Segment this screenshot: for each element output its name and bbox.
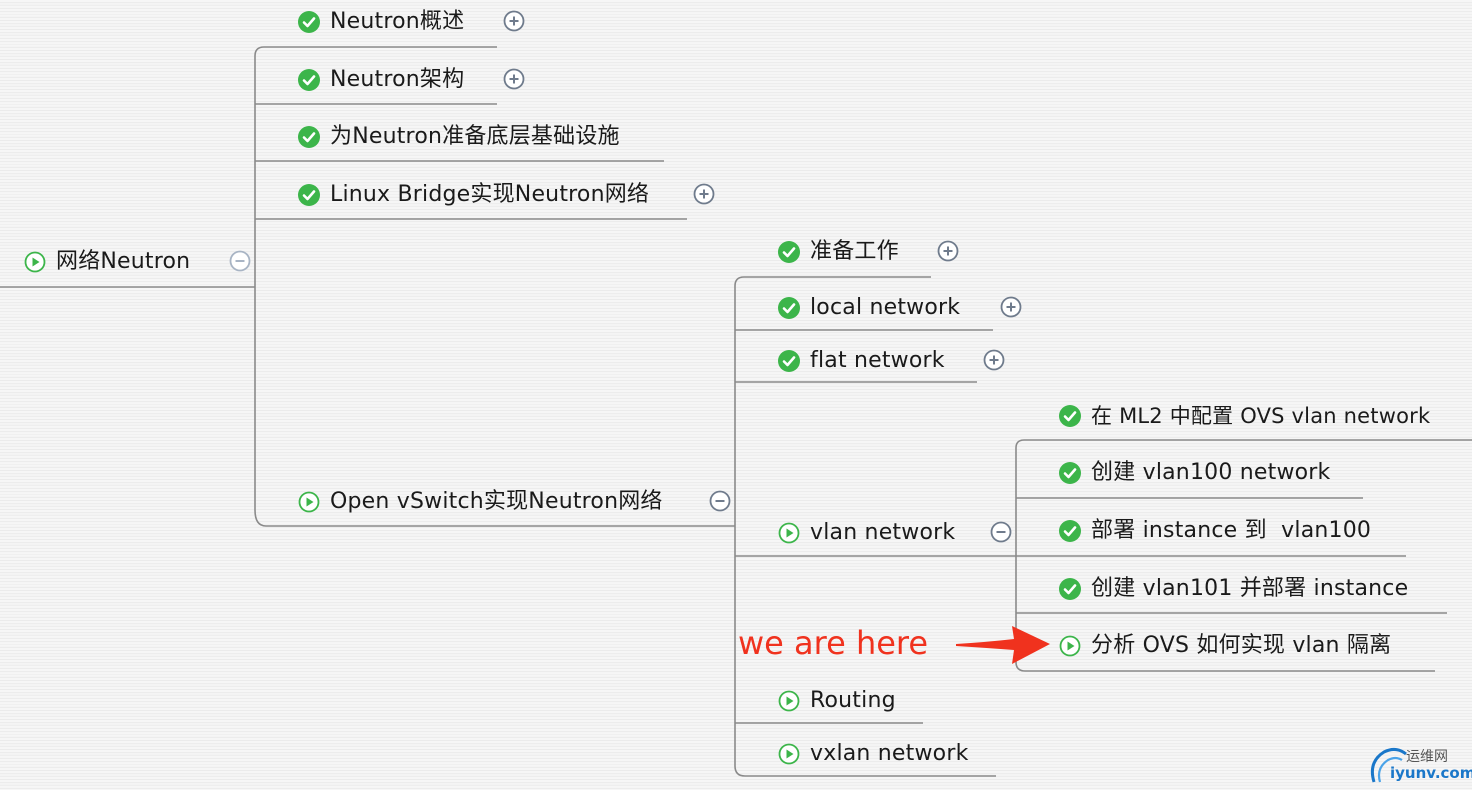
topic-vlan-network[interactable]: vlan network <box>778 519 955 547</box>
topic-ml2-config[interactable]: 在 ML2 中配置 OVS vlan network <box>1059 402 1430 430</box>
topic-linux-bridge[interactable]: Linux Bridge实现Neutron网络 <box>298 181 649 209</box>
topic-preparation[interactable]: 准备工作 <box>778 238 899 266</box>
check-icon <box>1059 462 1081 484</box>
topic-label: Linux Bridge实现Neutron网络 <box>330 182 650 207</box>
topic-label: Routing <box>810 688 896 713</box>
topic-open-vswitch[interactable]: Open vSwitch实现Neutron网络 <box>298 488 663 516</box>
topic-create-vlan101[interactable]: 创建 vlan101 并部署 instance <box>1059 575 1408 603</box>
check-icon <box>298 11 320 33</box>
collapse-toggle-icon[interactable] <box>709 490 731 512</box>
topic-vxlan-network[interactable]: vxlan network <box>778 740 969 768</box>
check-icon <box>298 184 320 206</box>
collapse-toggle-icon[interactable] <box>229 250 251 272</box>
expand-toggle-icon[interactable] <box>503 68 525 90</box>
play-icon <box>1059 635 1081 657</box>
watermark-en: iyunv.com <box>1390 764 1472 782</box>
expand-toggle-icon[interactable] <box>503 10 525 32</box>
check-icon <box>298 69 320 91</box>
expand-toggle-icon[interactable] <box>937 240 959 262</box>
arrow-icon <box>956 626 1050 664</box>
watermark-logo: 运维网 iyunv.com <box>1366 742 1472 788</box>
topic-local-network[interactable]: local network <box>778 294 960 322</box>
check-icon <box>298 126 320 148</box>
swirl-logo-icon <box>1370 747 1407 783</box>
topic-label: 在 ML2 中配置 OVS vlan network <box>1091 404 1431 428</box>
play-icon <box>24 251 46 273</box>
check-icon <box>1059 405 1081 427</box>
topic-label: 创建 vlan101 并部署 instance <box>1091 576 1409 601</box>
topic-label: Neutron架构 <box>330 67 465 92</box>
topic-flat-network[interactable]: flat network <box>778 347 945 375</box>
play-icon <box>778 690 800 712</box>
collapse-toggle-icon[interactable] <box>990 521 1012 543</box>
topic-create-vlan100[interactable]: 创建 vlan100 network <box>1059 459 1330 487</box>
topic-label: Neutron概述 <box>330 9 465 34</box>
topic-label: vxlan network <box>810 741 969 766</box>
watermark-cn: 运维网 <box>1406 749 1448 765</box>
topic-label: 分析 OVS 如何实现 vlan 隔离 <box>1091 633 1392 658</box>
topic-label: vlan network <box>810 520 956 545</box>
check-icon <box>1059 578 1081 600</box>
play-icon <box>778 743 800 765</box>
root-node[interactable]: 网络Neutron <box>24 248 190 276</box>
topic-neutron-overview[interactable]: Neutron概述 <box>298 8 464 36</box>
topic-label: local network <box>810 295 961 320</box>
topic-infrastructure[interactable]: 为Neutron准备底层基础设施 <box>298 123 620 151</box>
annotation-text: we are here <box>738 624 929 662</box>
check-icon <box>778 297 800 319</box>
topic-label: flat network <box>810 348 945 373</box>
topic-label: 准备工作 <box>810 239 899 264</box>
topic-deploy-instance[interactable]: 部署 instance 到 vlan100 <box>1059 517 1371 545</box>
topic-label: Open vSwitch实现Neutron网络 <box>330 489 663 514</box>
expand-toggle-icon[interactable] <box>1000 296 1022 318</box>
topic-label: 部署 instance 到 vlan100 <box>1091 518 1372 543</box>
play-icon <box>778 522 800 544</box>
topic-neutron-architecture[interactable]: Neutron架构 <box>298 66 464 94</box>
topic-routing[interactable]: Routing <box>778 687 896 715</box>
check-icon <box>778 350 800 372</box>
check-icon <box>778 241 800 263</box>
topic-label: 为Neutron准备底层基础设施 <box>330 124 620 149</box>
root-label: 网络Neutron <box>56 249 191 274</box>
expand-toggle-icon[interactable] <box>983 349 1005 371</box>
topic-analyze-ovs[interactable]: 分析 OVS 如何实现 vlan 隔离 <box>1059 632 1391 660</box>
topic-label: 创建 vlan100 network <box>1091 460 1331 485</box>
play-icon <box>298 491 320 513</box>
expand-toggle-icon[interactable] <box>693 183 715 205</box>
check-icon <box>1059 520 1081 542</box>
